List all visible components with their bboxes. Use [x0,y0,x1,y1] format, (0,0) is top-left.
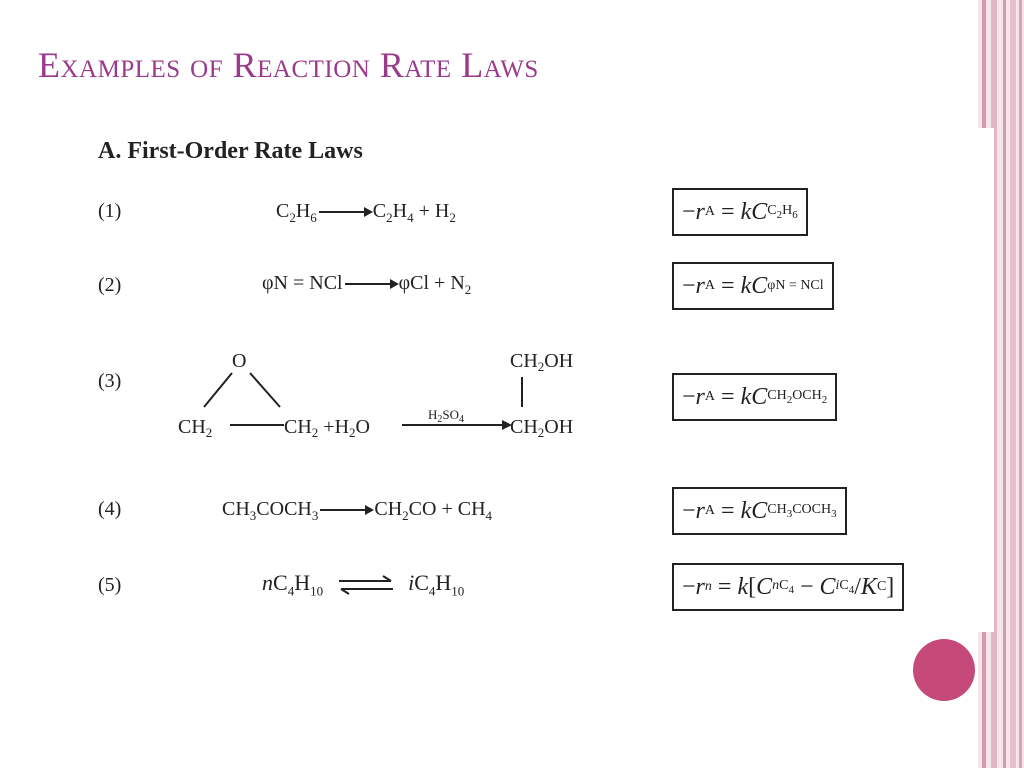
row-number: (5) [98,574,122,596]
reaction-5: nC4H10 iC4H10 [262,570,465,599]
equilibrium-arrow-icon [338,575,393,595]
svg-text:CH2 +H2O: CH2 +H2O [284,416,370,440]
edge-stripe [991,0,997,768]
reaction-3-structure: O CH2 CH2 +H2O H2SO4 CH2OH CH2OH [178,350,573,440]
svg-text:CH2: CH2 [178,416,212,440]
edge-stripe [1003,0,1006,768]
edge-stripe [1010,0,1016,768]
svg-text:CH2OH: CH2OH [510,350,573,374]
decorative-circle [913,639,975,701]
row-number: (1) [98,200,122,222]
svg-text:CH2OH: CH2OH [510,416,573,440]
edge-stripe [1019,0,1022,768]
figure-panel-edge [978,128,994,632]
section-heading: A. First-Order Rate Laws [98,138,363,164]
svg-text:H2SO4: H2SO4 [428,407,464,425]
row-number: (3) [98,370,122,392]
slide-title: Examples of Reaction Rate Laws [38,45,539,85]
svg-text:O: O [232,350,246,372]
row-number: (4) [98,498,122,520]
row-number: (2) [98,274,122,296]
